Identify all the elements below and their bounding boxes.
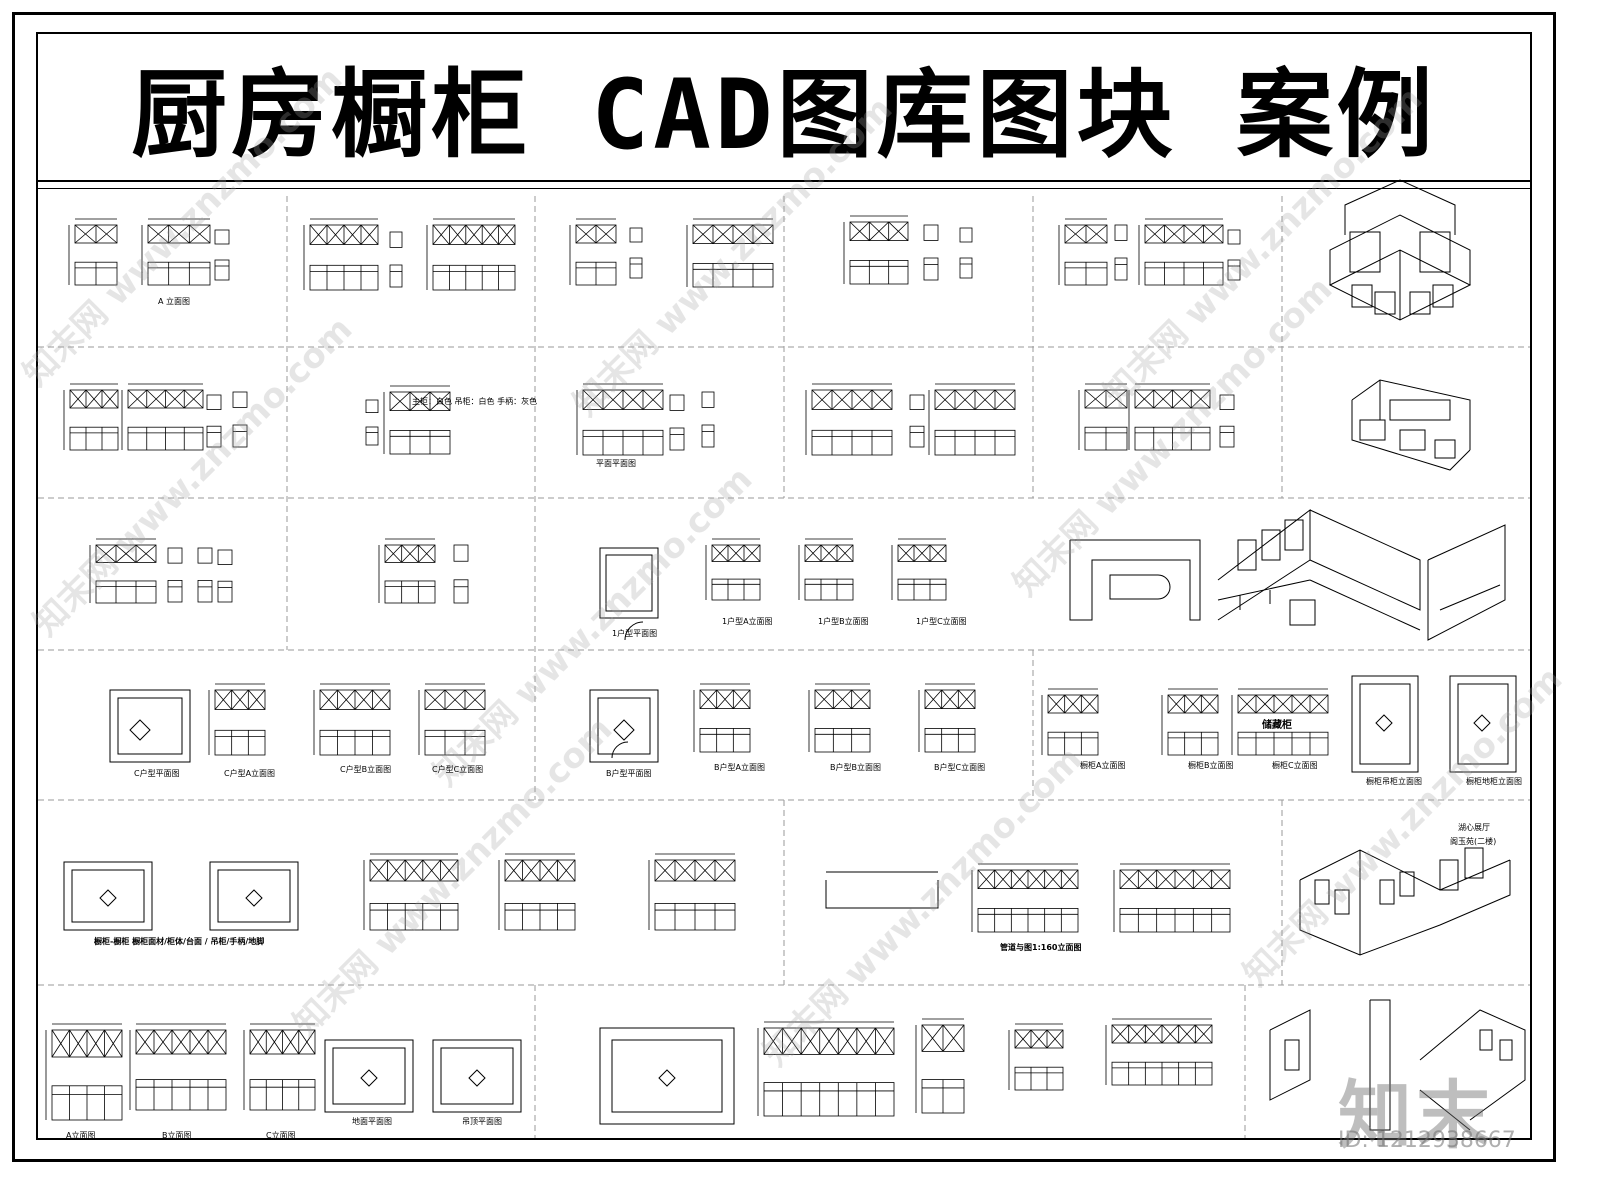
caption: 吊顶平面图 <box>462 1117 502 1126</box>
caption: B户型平面图 <box>606 769 652 778</box>
iso-kitchen-5 <box>1269 999 1526 1131</box>
inner-border <box>36 32 1532 1140</box>
caption-note: 主柜：白色 吊柜：白色 手柄：灰色 <box>412 397 538 406</box>
caption: C户型平面图 <box>134 769 180 778</box>
caption: 橱柜A立面图 <box>1080 761 1126 770</box>
title-part-4: 案例 <box>1236 57 1437 171</box>
caption-label: 储藏柜 <box>1262 720 1292 731</box>
caption: 橱柜C立面图 <box>1272 761 1318 770</box>
floor-plans <box>63 539 1517 1125</box>
brand-logo: 知末 <box>1338 1073 1494 1159</box>
title-part-3: 图库图块 <box>776 57 1177 171</box>
caption: 1户型C立面图 <box>916 617 967 626</box>
caption: 橱柜-橱柜 橱柜面材/柜体/台面 / 吊柜/手柄/地脚 <box>94 937 265 946</box>
title-underline <box>36 188 1532 189</box>
caption: 阁玉苑(二楼) <box>1450 837 1497 846</box>
drawing-sheet <box>38 179 1530 1138</box>
iso-kitchen-4 <box>1299 847 1511 956</box>
caption: B户型C立面图 <box>934 763 986 772</box>
title-part-1: 厨房橱柜 <box>131 57 532 171</box>
caption: 1户型A立面图 <box>722 617 773 626</box>
grid-lines <box>38 196 1530 1138</box>
caption: C户型C立面图 <box>432 765 484 774</box>
caption: B户型B立面图 <box>830 763 881 772</box>
caption: C立面图 <box>266 1131 296 1140</box>
caption: C户型A立面图 <box>224 769 276 778</box>
caption: 湖心展厅 <box>1458 823 1490 832</box>
caption: A 立面图 <box>158 297 191 306</box>
iso-kitchen-1 <box>1328 179 1472 321</box>
image-id-label: ID: 1212938667 <box>1338 1128 1516 1153</box>
caption: A立面图 <box>66 1131 96 1140</box>
caption: 管道与图1:160立面图 <box>1000 943 1082 952</box>
outer-border <box>12 12 1556 1162</box>
caption: 1户型B立面图 <box>818 617 869 626</box>
caption: 橱柜地柜立面图 <box>1466 777 1522 786</box>
caption: 平面平面图 <box>596 459 636 468</box>
caption: C户型B立面图 <box>340 765 392 774</box>
iso-kitchen-3 <box>1217 508 1506 641</box>
caption: 橱柜B立面图 <box>1188 761 1234 770</box>
caption: B立面图 <box>162 1131 192 1140</box>
page-title: 厨房橱柜 CAD图库图块案例 <box>131 37 1436 176</box>
title-band: 厨房橱柜 CAD图库图块案例 <box>36 32 1532 182</box>
title-part-2: CAD <box>591 58 777 171</box>
iso-kitchen-2 <box>1351 379 1471 471</box>
cabinet-elevations <box>45 215 1329 1121</box>
caption: B户型A立面图 <box>714 763 765 772</box>
caption: 1户型平面图 <box>612 629 658 638</box>
isometric-views <box>1217 179 1526 1131</box>
caption: 地面平面图 <box>352 1117 392 1126</box>
caption: 橱柜吊柜立面图 <box>1366 777 1422 786</box>
